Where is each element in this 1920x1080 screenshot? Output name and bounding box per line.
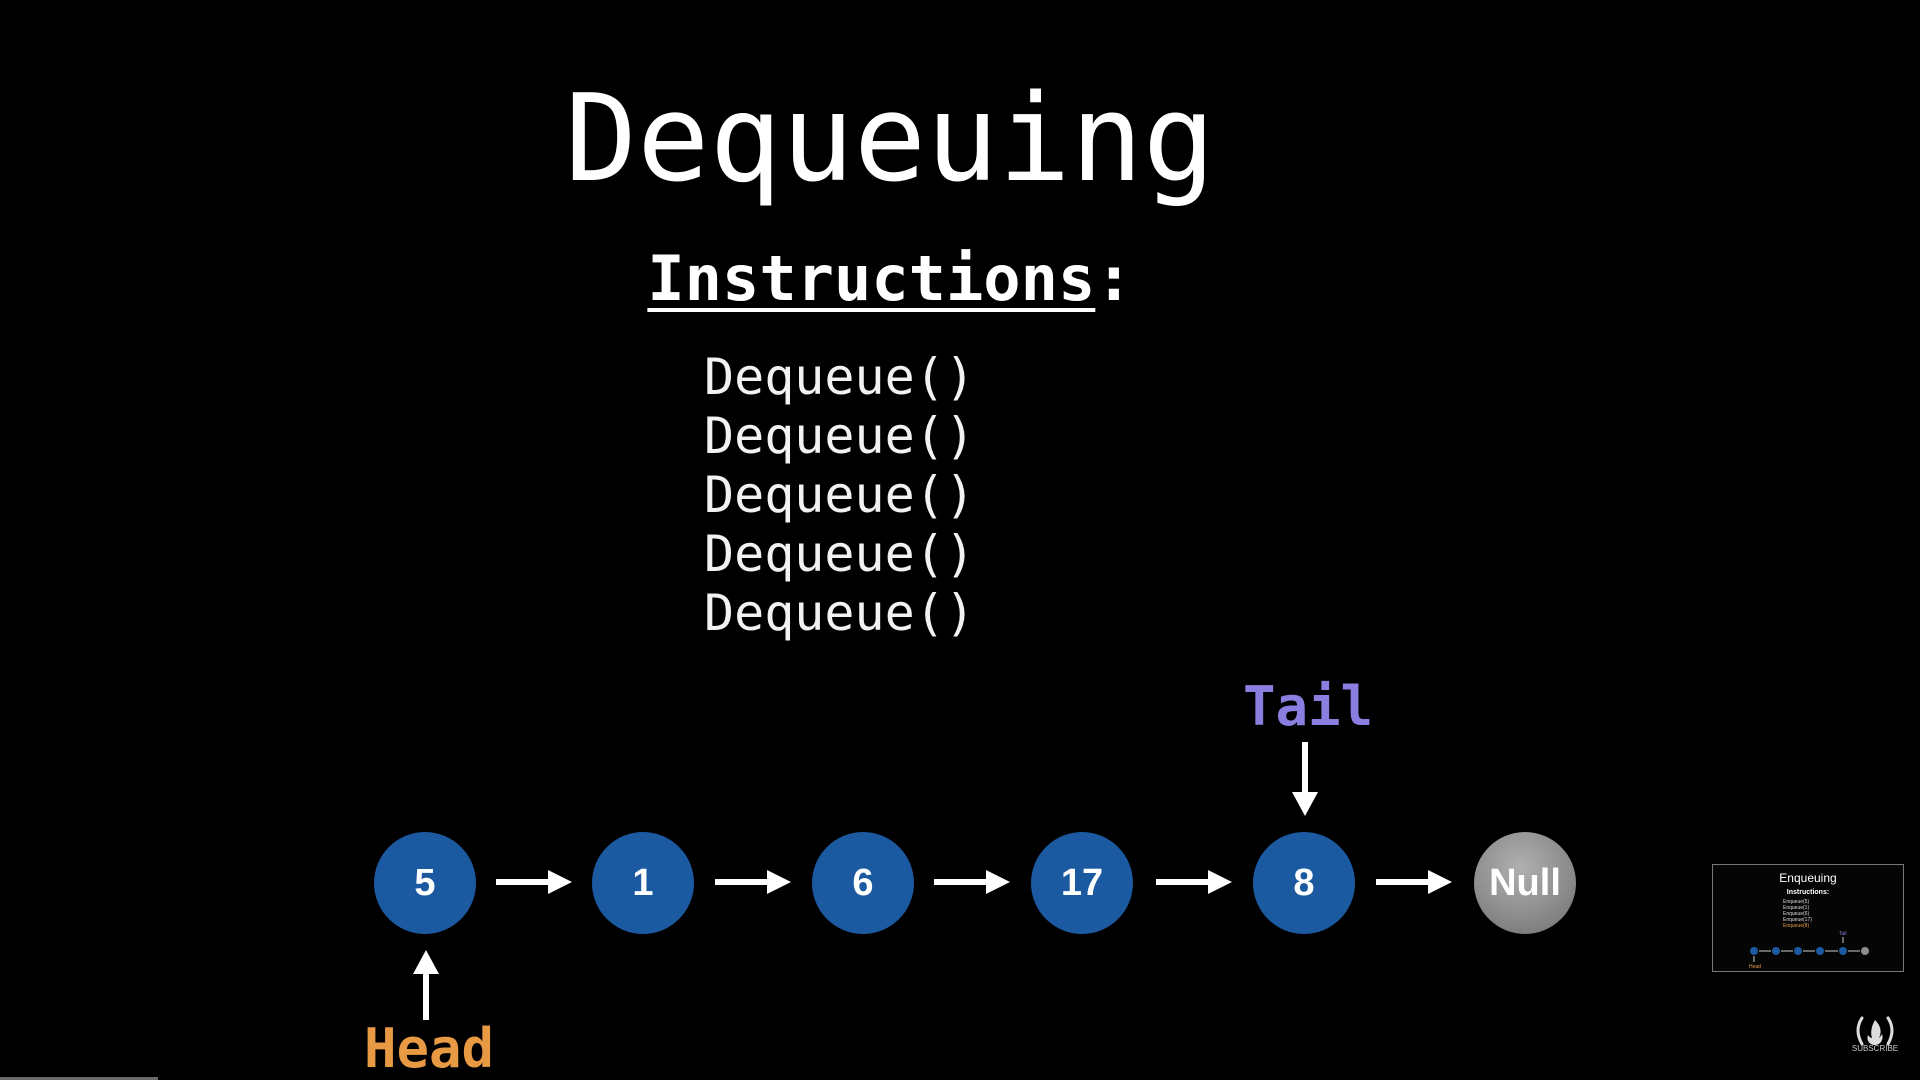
thumbnail-instruction: Enqueue(8) — [1783, 923, 1810, 929]
thumbnail-title: Enqueuing — [1779, 871, 1837, 885]
head-label: Head — [364, 1017, 495, 1080]
next-arrow-icon — [1376, 870, 1452, 894]
freecodecamp-fire-icon[interactable] — [1848, 1012, 1902, 1054]
list-node-8: 8 — [1253, 832, 1355, 934]
previous-slide-thumbnail[interactable]: Enqueuing Instructions: Enqueue(5) Enque… — [1712, 864, 1904, 972]
instructions-list: Dequeue() Dequeue() Dequeue() Dequeue() … — [704, 348, 975, 643]
instructions-heading-colon: : — [1095, 242, 1133, 315]
slide-title: Dequeuing — [564, 70, 1216, 209]
thumbnail-heading: Instructions: — [1786, 889, 1830, 896]
list-node-6: 6 — [812, 832, 914, 934]
thumbnail-instruction: Enqueue(6) — [1783, 911, 1810, 917]
instruction-item: Dequeue() — [704, 348, 975, 406]
next-arrow-icon — [934, 870, 1010, 894]
next-arrow-icon — [1156, 870, 1232, 894]
subscribe-label[interactable]: SUBSCRIBE — [1851, 1044, 1899, 1053]
thumbnail-instruction: Enqueue(5) — [1783, 899, 1810, 905]
thumbnail-instruction: Enqueue(1) — [1783, 905, 1810, 911]
instruction-item: Dequeue() — [704, 525, 975, 583]
instructions-heading: Instructions: — [0, 248, 1780, 310]
list-node-null: Null — [1474, 832, 1576, 934]
tail-label: Tail — [1243, 675, 1374, 738]
list-node-17: 17 — [1031, 832, 1133, 934]
instruction-item: Dequeue() — [704, 407, 975, 465]
head-arrow-icon — [413, 950, 439, 1020]
list-node-5: 5 — [374, 832, 476, 934]
thumbnail-instruction: Enqueue(17) — [1783, 917, 1812, 923]
instruction-item: Dequeue() — [704, 466, 975, 524]
thumbnail-tail-label: Tail — [1839, 931, 1847, 937]
instructions-heading-text: Instructions — [647, 242, 1096, 315]
tail-arrow-icon — [1292, 742, 1318, 816]
thumbnail-diagram: Tail Head — [1749, 931, 1869, 970]
next-arrow-icon — [715, 870, 791, 894]
video-progress-bar[interactable] — [0, 1077, 158, 1080]
list-node-1: 1 — [592, 832, 694, 934]
instruction-item: Dequeue() — [704, 584, 975, 642]
thumbnail-instructions: Enqueue(5) Enqueue(1) Enqueue(6) Enqueue… — [1783, 899, 1812, 929]
next-arrow-icon — [496, 870, 572, 894]
thumbnail-head-label: Head — [1749, 964, 1761, 970]
